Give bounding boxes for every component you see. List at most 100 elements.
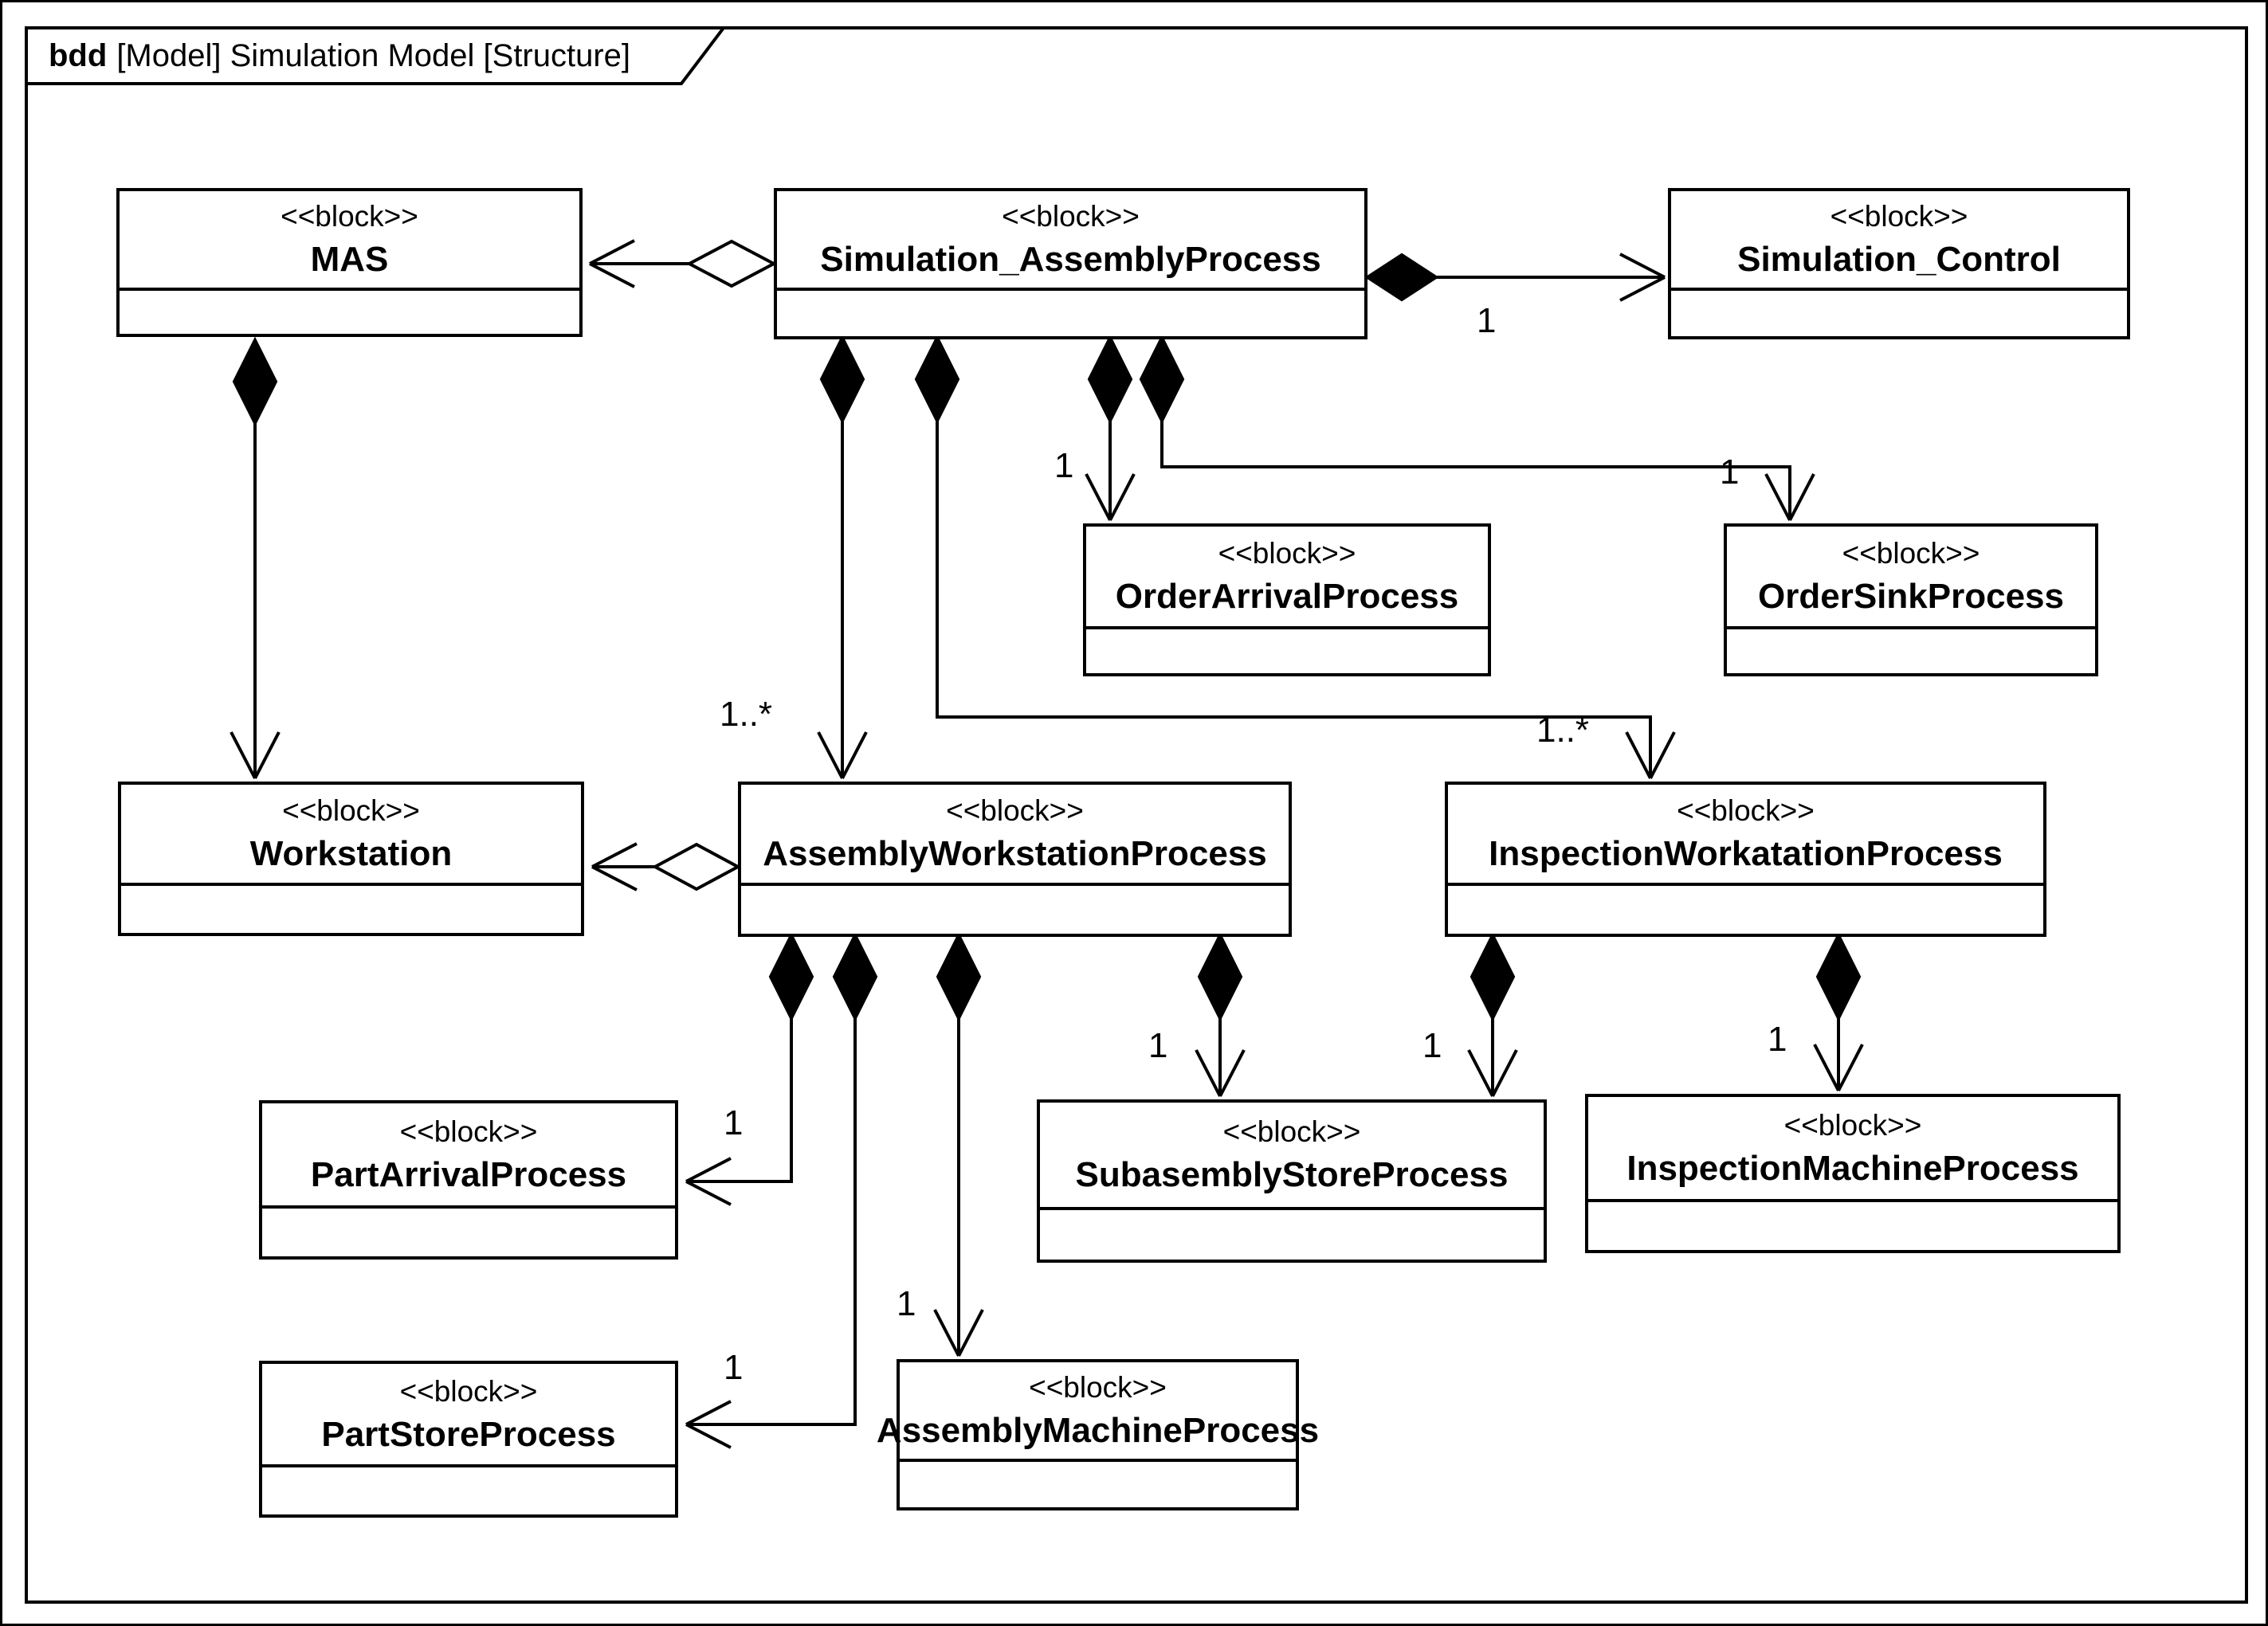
diagram-kind-keyword: bdd	[49, 37, 108, 73]
open-arrowhead-icon	[1813, 1044, 1840, 1091]
open-arrowhead-icon	[685, 1400, 732, 1426]
open-arrowhead-icon	[1625, 731, 1652, 779]
composition-awp-amp	[933, 931, 984, 1357]
open-arrowhead-icon	[1764, 473, 1791, 521]
open-arrowhead-icon	[230, 731, 257, 779]
block-title-compartment: <<block>> SubasemblyStoreProcess	[1040, 1103, 1544, 1210]
block-title-compartment: <<block>> OrderSinkProcess	[1727, 527, 2095, 629]
diagram-frame-title: bdd [Model] Simulation Model [Structure]	[49, 29, 630, 82]
multiplicity-label: 1..*	[1536, 711, 1590, 750]
composition-awp-ssp	[1195, 931, 1246, 1097]
block-name: Simulation_AssemblyProcess	[820, 240, 1321, 279]
filled-diamond-icon	[1469, 931, 1516, 1022]
multiplicity-label: 1	[1148, 1026, 1168, 1065]
filled-diamond-icon	[1087, 334, 1133, 425]
block-empty-compartment	[777, 291, 1364, 336]
block-empty-compartment	[262, 1467, 675, 1514]
block-title-compartment: <<block>> Workstation	[121, 785, 581, 886]
composition-iwp-ssp	[1467, 931, 1518, 1097]
block-name: OrderSinkProcess	[1758, 577, 2064, 616]
multiplicity-label: 1	[1477, 301, 1497, 340]
filled-diamond-icon	[914, 334, 960, 425]
block-stereotype: <<block>>	[1830, 200, 1968, 233]
block-simulation-assemblyprocess: <<block>> Simulation_AssemblyProcess	[774, 188, 1367, 339]
diagram-title-text: [Model] Simulation Model [Structure]	[116, 37, 631, 73]
block-assemblymachineprocess: <<block>> AssemblyMachineProcess	[877, 1359, 1319, 1510]
block-workstation: <<block>> Workstation	[118, 782, 584, 936]
block-title-compartment: <<block>> PartArrivalProcess	[262, 1103, 675, 1209]
block-stereotype: <<block>>	[1218, 537, 1356, 570]
block-stereotype: <<block>>	[282, 794, 420, 827]
open-arrowhead-icon	[933, 1309, 960, 1357]
block-title-compartment: <<block>> OrderArrivalProcess	[1086, 527, 1488, 629]
block-title-compartment: <<block>> AssemblyMachineProcess	[877, 1362, 1319, 1462]
block-stereotype: <<block>>	[946, 794, 1084, 827]
block-empty-compartment	[1040, 1210, 1544, 1260]
open-arrowhead-icon	[589, 239, 635, 265]
filled-diamond-icon	[832, 931, 878, 1022]
aggregation-ws-awp	[591, 842, 742, 891]
open-arrowhead-icon	[817, 731, 844, 779]
filled-diamond-icon	[232, 336, 278, 427]
block-title-compartment: <<block>> AssemblyWorkstationProcess	[741, 785, 1289, 886]
block-name: OrderArrivalProcess	[1115, 577, 1459, 616]
open-arrowhead-icon	[1619, 253, 1666, 279]
block-title-compartment: <<block>> Simulation_Control	[1671, 191, 2127, 291]
multiplicity-label: 1..*	[720, 695, 773, 734]
composition-iwp-imp	[1813, 931, 1864, 1091]
block-title-compartment: <<block>> InspectionWorkatationProcess	[1448, 785, 2043, 886]
multiplicity-label: 1	[724, 1103, 744, 1142]
block-mas: <<block>> MAS	[116, 188, 583, 337]
block-partarrivalprocess: <<block>> PartArrivalProcess	[259, 1100, 678, 1260]
block-name: InspectionMachineProcess	[1626, 1148, 2079, 1188]
filled-diamond-icon	[1815, 931, 1862, 1022]
block-stereotype: <<block>>	[1222, 1115, 1361, 1148]
block-empty-compartment	[1727, 629, 2095, 673]
block-name: PartStoreProcess	[321, 1414, 616, 1454]
filled-diamond-icon	[819, 334, 865, 425]
block-title-compartment: <<block>> MAS	[120, 191, 579, 291]
composition-sap-oap	[1085, 334, 1136, 521]
multiplicity-label: 1	[724, 1348, 744, 1387]
composition-mas-ws	[230, 336, 281, 779]
filled-diamond-icon	[768, 931, 814, 1022]
block-stereotype: <<block>>	[1677, 794, 1815, 827]
block-inspectionmachineprocess: <<block>> InspectionMachineProcess	[1585, 1094, 2121, 1253]
multiplicity-label: 1	[897, 1284, 916, 1323]
multiplicity-label: 1	[1720, 453, 1740, 492]
block-name: SubasemblyStoreProcess	[1075, 1155, 1509, 1194]
filled-diamond-icon	[936, 931, 982, 1022]
block-title-compartment: <<block>> PartStoreProcess	[262, 1364, 675, 1467]
composition-awp-psp	[685, 931, 878, 1449]
aggregation-mas-sap	[589, 239, 778, 288]
block-orderarrivalprocess: <<block>> OrderArrivalProcess	[1083, 523, 1491, 676]
block-simulation-control: <<block>> Simulation_Control	[1668, 188, 2130, 339]
block-stereotype: <<block>>	[1002, 200, 1140, 233]
hollow-diamond-icon	[685, 239, 778, 288]
block-stereotype: <<block>>	[1783, 1108, 1922, 1142]
multiplicity-label: 1	[1768, 1020, 1787, 1059]
filled-diamond-icon	[1139, 334, 1185, 425]
block-name: PartArrivalProcess	[310, 1154, 627, 1194]
filled-diamond-icon	[1364, 253, 1439, 302]
open-arrowhead-icon	[685, 1157, 732, 1183]
open-arrowhead-icon	[591, 842, 638, 868]
composition-sap-sc	[1364, 253, 1666, 302]
block-name: AssemblyWorkstationProcess	[763, 834, 1267, 873]
multiplicity-label: 1	[1054, 446, 1074, 485]
block-empty-compartment	[1086, 629, 1488, 673]
block-title-compartment: <<block>> InspectionMachineProcess	[1588, 1097, 2117, 1202]
block-stereotype: <<block>>	[281, 200, 418, 233]
block-empty-compartment	[121, 886, 581, 933]
block-stereotype: <<block>>	[1842, 537, 1980, 570]
block-stereotype: <<block>>	[399, 1115, 538, 1148]
block-assemblyworkstationprocess: <<block>> AssemblyWorkstationProcess	[738, 782, 1292, 937]
block-empty-compartment	[1448, 886, 2043, 934]
block-partstoreprocess: <<block>> PartStoreProcess	[259, 1361, 678, 1518]
open-arrowhead-icon	[1467, 1049, 1494, 1097]
block-inspectionworkatationprocess: <<block>> InspectionWorkatationProcess	[1445, 782, 2046, 937]
block-empty-compartment	[900, 1462, 1296, 1507]
block-empty-compartment	[1671, 291, 2127, 336]
block-subasemblystoreprocess: <<block>> SubasemblyStoreProcess	[1037, 1099, 1547, 1263]
open-arrowhead-icon	[1195, 1049, 1222, 1097]
